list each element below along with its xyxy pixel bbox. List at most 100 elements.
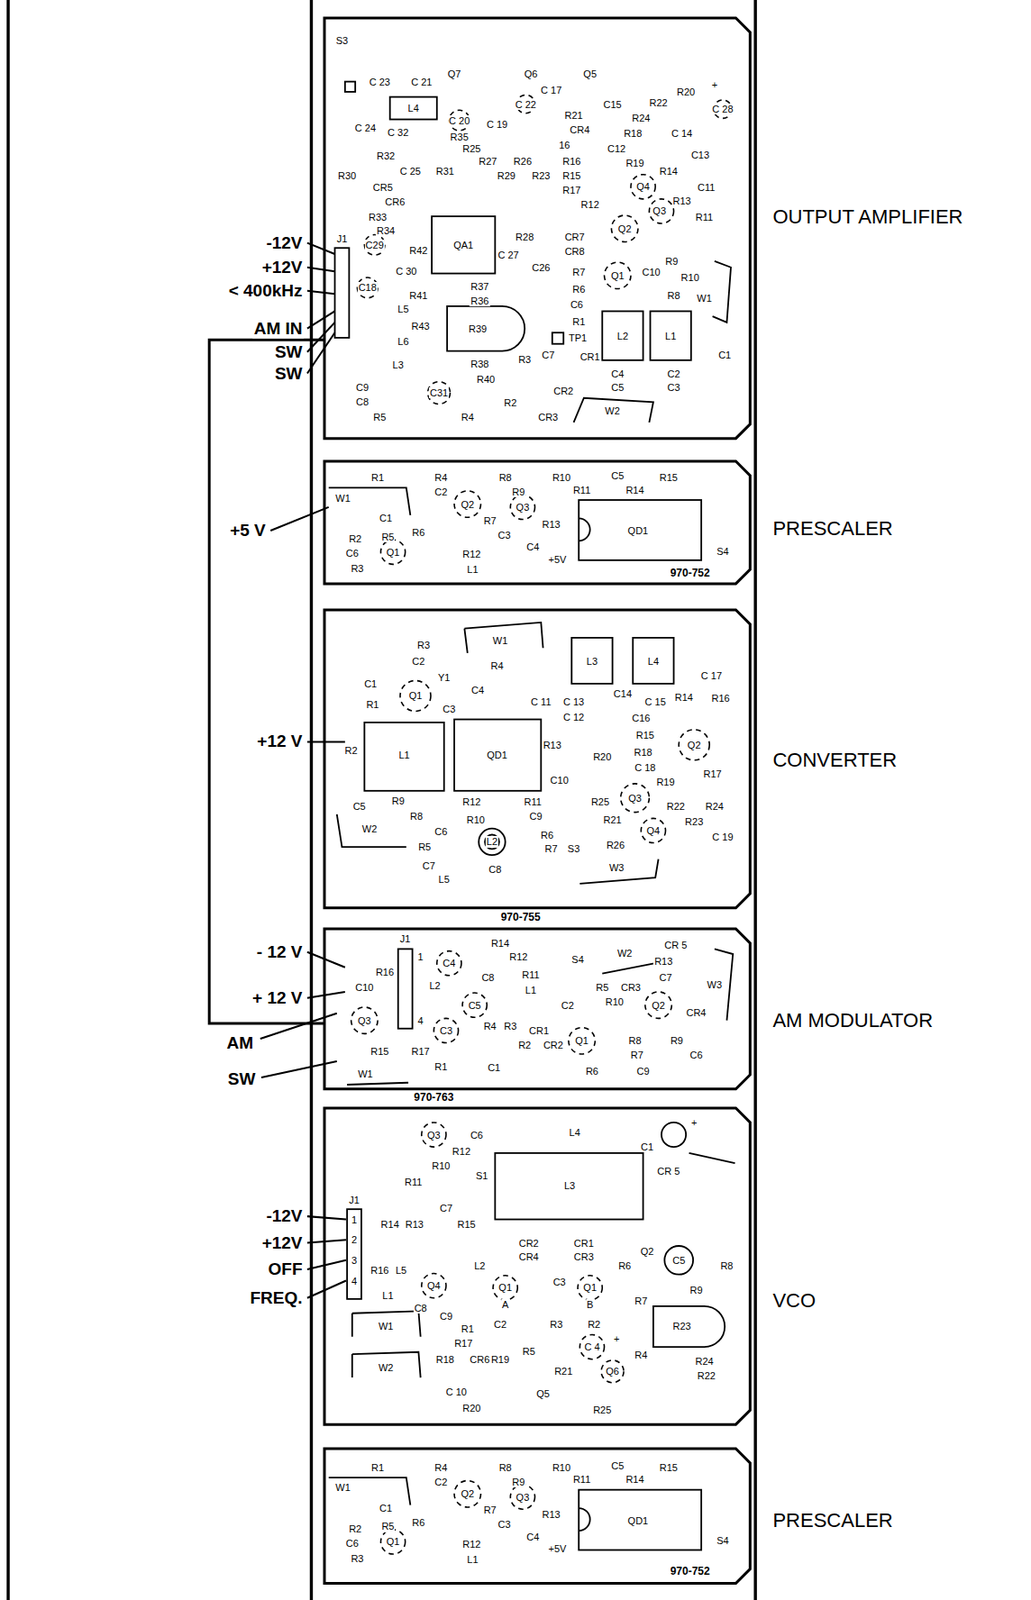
component-label: C8 [487,864,502,876]
component-label: R16 [711,693,731,704]
component-label: Q2 [617,223,633,235]
wire-lead [307,1240,347,1243]
transistor-outline [421,1274,447,1299]
component-label: C 17 [539,84,563,96]
component-label: R17 [410,1046,431,1058]
component-label: R20 [592,751,612,763]
component-outline [650,310,692,360]
component-label: C 30 [394,265,418,277]
transistor-outline [380,539,405,565]
component-label: R25 [592,1405,612,1416]
component-label: Q5 [535,1388,551,1400]
component-label: R2 [517,1040,532,1051]
component-label: C2 [492,1319,508,1331]
component-label: L2 [473,1259,486,1271]
component-label: C5 [352,801,367,813]
component-outline [346,1083,409,1086]
component-label: C13 [690,149,711,161]
transistor-outline [380,1530,405,1555]
component-label: CR 5 [656,1166,681,1177]
component-label: R24 [704,801,725,813]
component-label: 1 [417,951,425,963]
component-label: R26 [605,839,626,851]
component-label: C7 [438,1203,454,1214]
component-label: W2 [377,1362,395,1374]
component-label: R10 [465,813,486,825]
component-label: 3 [350,1255,358,1267]
component-label: R2 [347,1523,363,1535]
component-label: QD1 [627,1515,650,1527]
component-label: C9 [529,811,544,822]
component-label: R20 [675,86,696,98]
component-label: TP1 [567,332,588,344]
component-label: B [585,1299,594,1311]
component-outline [578,518,590,541]
component-label: R15 [658,1462,679,1474]
transistor-outline [577,1276,603,1301]
board-outline [324,610,750,909]
component-label: R17 [453,1338,474,1350]
part-number: 970-752 [668,567,712,580]
board-outline [324,461,750,584]
component-label: CR5 [372,182,394,193]
transistor-outline [611,215,638,242]
component-label: Q3 [515,501,531,513]
component-label: R17 [561,184,582,196]
component-label: CR3 [537,411,559,423]
component-label: C8 [413,1303,429,1314]
component-label: R9 [664,255,679,267]
component-label: R14 [624,484,645,496]
component-label: R5 [372,411,387,423]
component-label: C 14 [670,127,694,139]
component-label: C6 [569,298,584,310]
component-label: R43 [410,320,431,332]
component-label: C 32 [386,127,410,138]
component-label: Q4 [646,825,662,837]
component-label: C9 [438,1311,454,1323]
component-label: R21 [563,109,584,121]
component-label: L1 [465,1554,479,1566]
component-label: R6 [584,1066,600,1077]
component-outline [328,1478,411,1506]
component-label: J1 [399,933,412,945]
component-label: R10 [680,272,701,283]
component-label: R12 [508,951,529,963]
board-outline [324,18,750,439]
component-label: R8 [498,1462,513,1474]
component-label: R11 [523,796,543,808]
wire-label: AM [225,1033,256,1053]
component-outline [664,1246,694,1276]
component-label: L2 [485,836,499,848]
component-outline [571,638,612,685]
component-label: QD1 [627,525,650,537]
component-label: R8 [627,1035,642,1047]
component-label: R16 [374,967,395,978]
component-label: R5 [521,1346,537,1358]
component-label: C16 [630,712,651,724]
component-label: R4 [433,1462,448,1474]
component-label: R11 [520,969,540,981]
component-label: R4 [460,411,475,423]
component-outline [398,948,413,1029]
component-label: R23 [530,170,551,182]
component-label: R33 [367,211,388,223]
component-label: C29 [364,239,385,251]
component-label: R10 [430,1159,451,1171]
enclosure-frame [310,0,756,1600]
component-label: R3 [502,1021,518,1032]
component-label: C2 [560,1000,575,1012]
component-outline [602,310,643,360]
component-label: R22 [696,1370,717,1382]
component-outline [578,1508,590,1532]
component-label: Q7 [447,68,463,80]
component-label: R24 [630,112,651,124]
board-title: CONVERTER [772,748,897,772]
component-label: R1 [370,1462,385,1474]
component-label: W1 [492,635,510,647]
transistor-outline [433,1018,458,1043]
component-label: C1 [717,349,732,361]
component-outline [335,247,350,338]
component-outline [346,1209,362,1300]
component-label: Q1 [385,1536,402,1548]
